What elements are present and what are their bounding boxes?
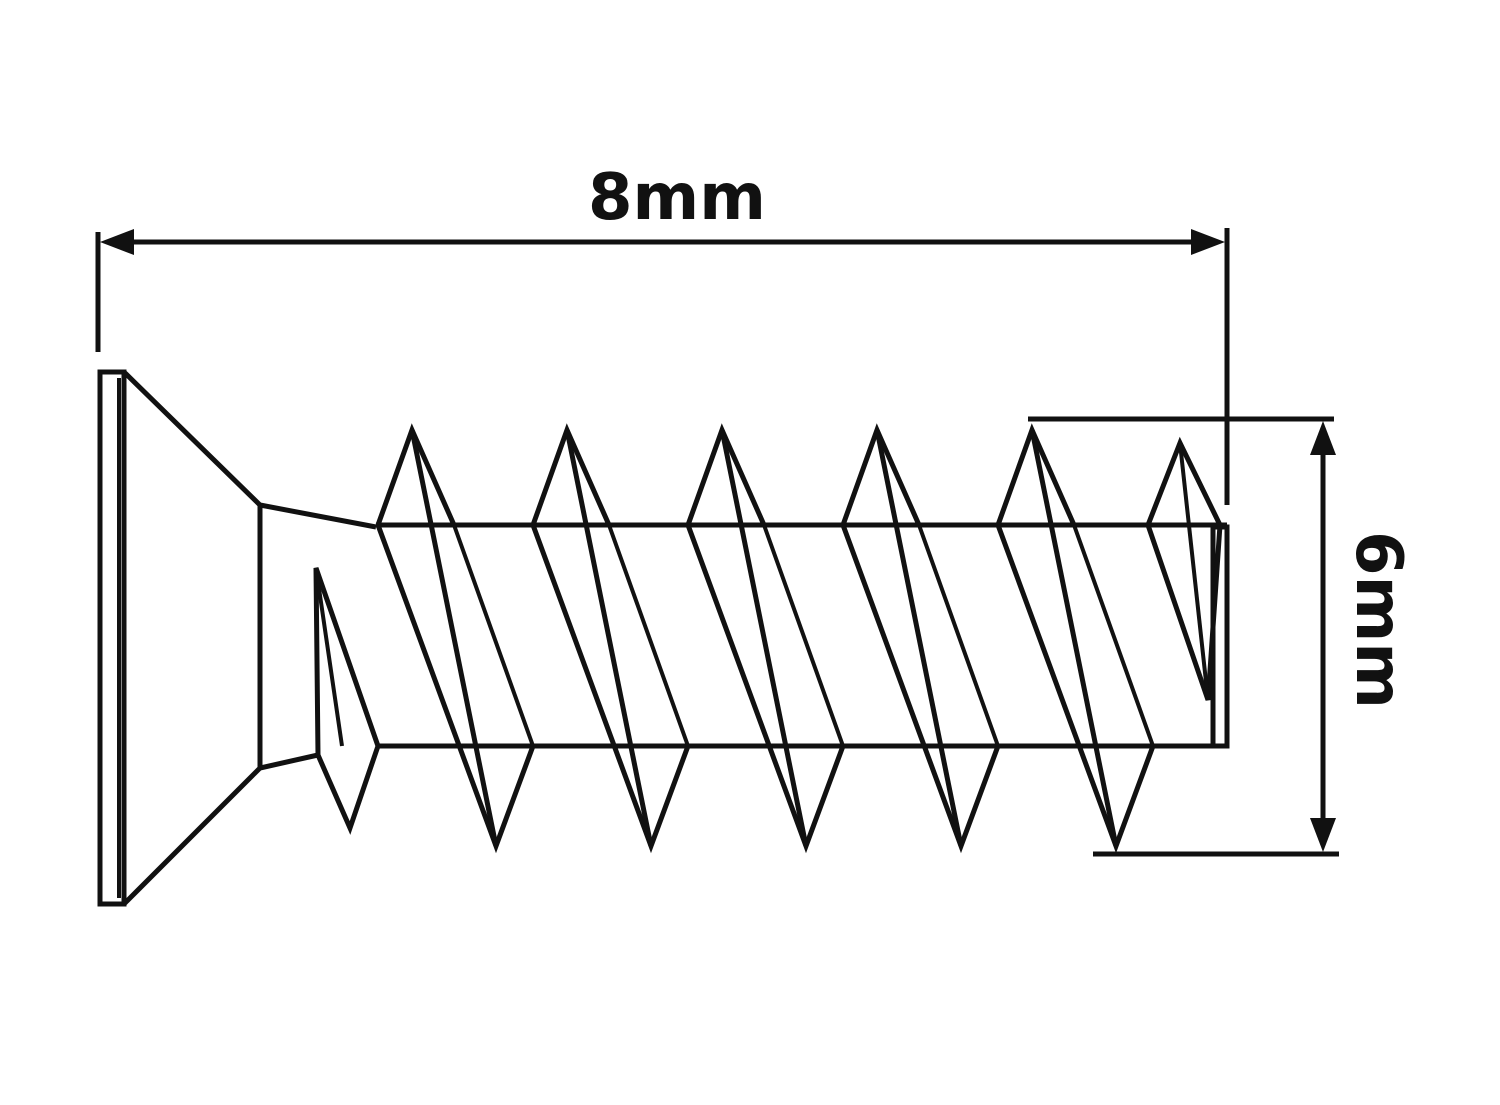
head-taper-bottom [122, 752, 319, 906]
thread-turn [530, 423, 691, 854]
thread-flank-back [1029, 429, 1119, 847]
length-arrow-right [1191, 229, 1225, 255]
thread-end [1145, 436, 1223, 701]
screw-head [97, 369, 377, 907]
length-dimension [95, 228, 1230, 505]
thread-turn [995, 423, 1156, 854]
head-taper-top [122, 370, 377, 530]
thread-flank-inner [917, 524, 1000, 747]
thread-start-flank [313, 567, 381, 835]
thread-turn [685, 423, 846, 854]
thread-flank-inner [1072, 524, 1155, 747]
thread-flank-back [564, 429, 654, 847]
thread-start-inner [314, 567, 344, 747]
thread-flank-back [409, 429, 499, 847]
thread-flank-back [874, 429, 964, 847]
thread-flank-back [719, 429, 809, 847]
diameter-dimension [1028, 416, 1339, 857]
diameter-label: 6mm [1341, 531, 1415, 709]
thread-flank-inner [762, 524, 845, 747]
thread-turn [840, 423, 1001, 854]
thread-turn [375, 423, 536, 854]
thread-turns [375, 423, 1156, 854]
thread-end-inner [1178, 442, 1210, 701]
diameter-arrow-bottom [1310, 818, 1336, 852]
length-arrow-left [100, 229, 134, 255]
thread-start [313, 567, 381, 835]
thread-flank-inner [452, 524, 535, 747]
diameter-arrow-top [1310, 421, 1336, 455]
head-face [97, 369, 127, 907]
thread-flank-inner [607, 524, 690, 747]
thread-end-flank [1145, 436, 1223, 701]
length-label: 8mm [588, 161, 766, 235]
